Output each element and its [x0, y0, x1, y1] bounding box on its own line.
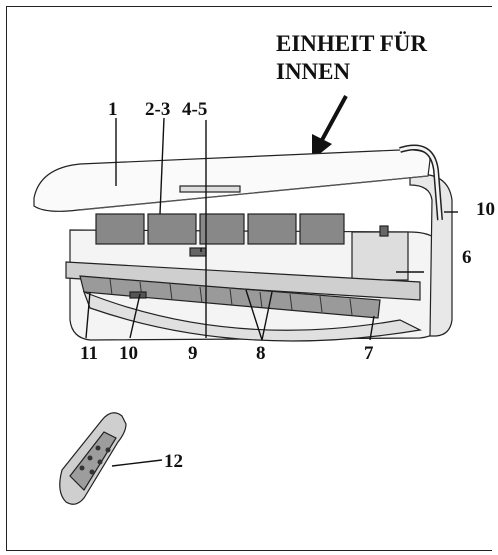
callout-10-right: 10 — [476, 199, 495, 220]
callout-2-3: 2-3 — [145, 99, 171, 120]
callout-9: 9 — [188, 343, 198, 364]
indoor-unit — [33, 144, 453, 342]
callout-11: 11 — [80, 343, 98, 364]
callout-4-5: 4-5 — [182, 99, 208, 120]
figure-frame — [6, 6, 492, 551]
heading-line-2: INNEN — [276, 59, 351, 84]
heading-line-1: EINHEIT FÜR — [276, 31, 428, 56]
pointer-arrow — [312, 95, 348, 160]
unit-heading: EINHEIT FÜR INNEN — [276, 30, 427, 86]
leader-lines — [85, 117, 458, 467]
remote-control — [59, 412, 127, 505]
callout-7: 7 — [364, 343, 374, 364]
callout-1: 1 — [108, 99, 118, 120]
callout-10-bottom: 10 — [119, 343, 138, 364]
callout-12: 12 — [164, 451, 183, 472]
callout-6: 6 — [462, 247, 472, 268]
callout-8: 8 — [256, 343, 266, 364]
